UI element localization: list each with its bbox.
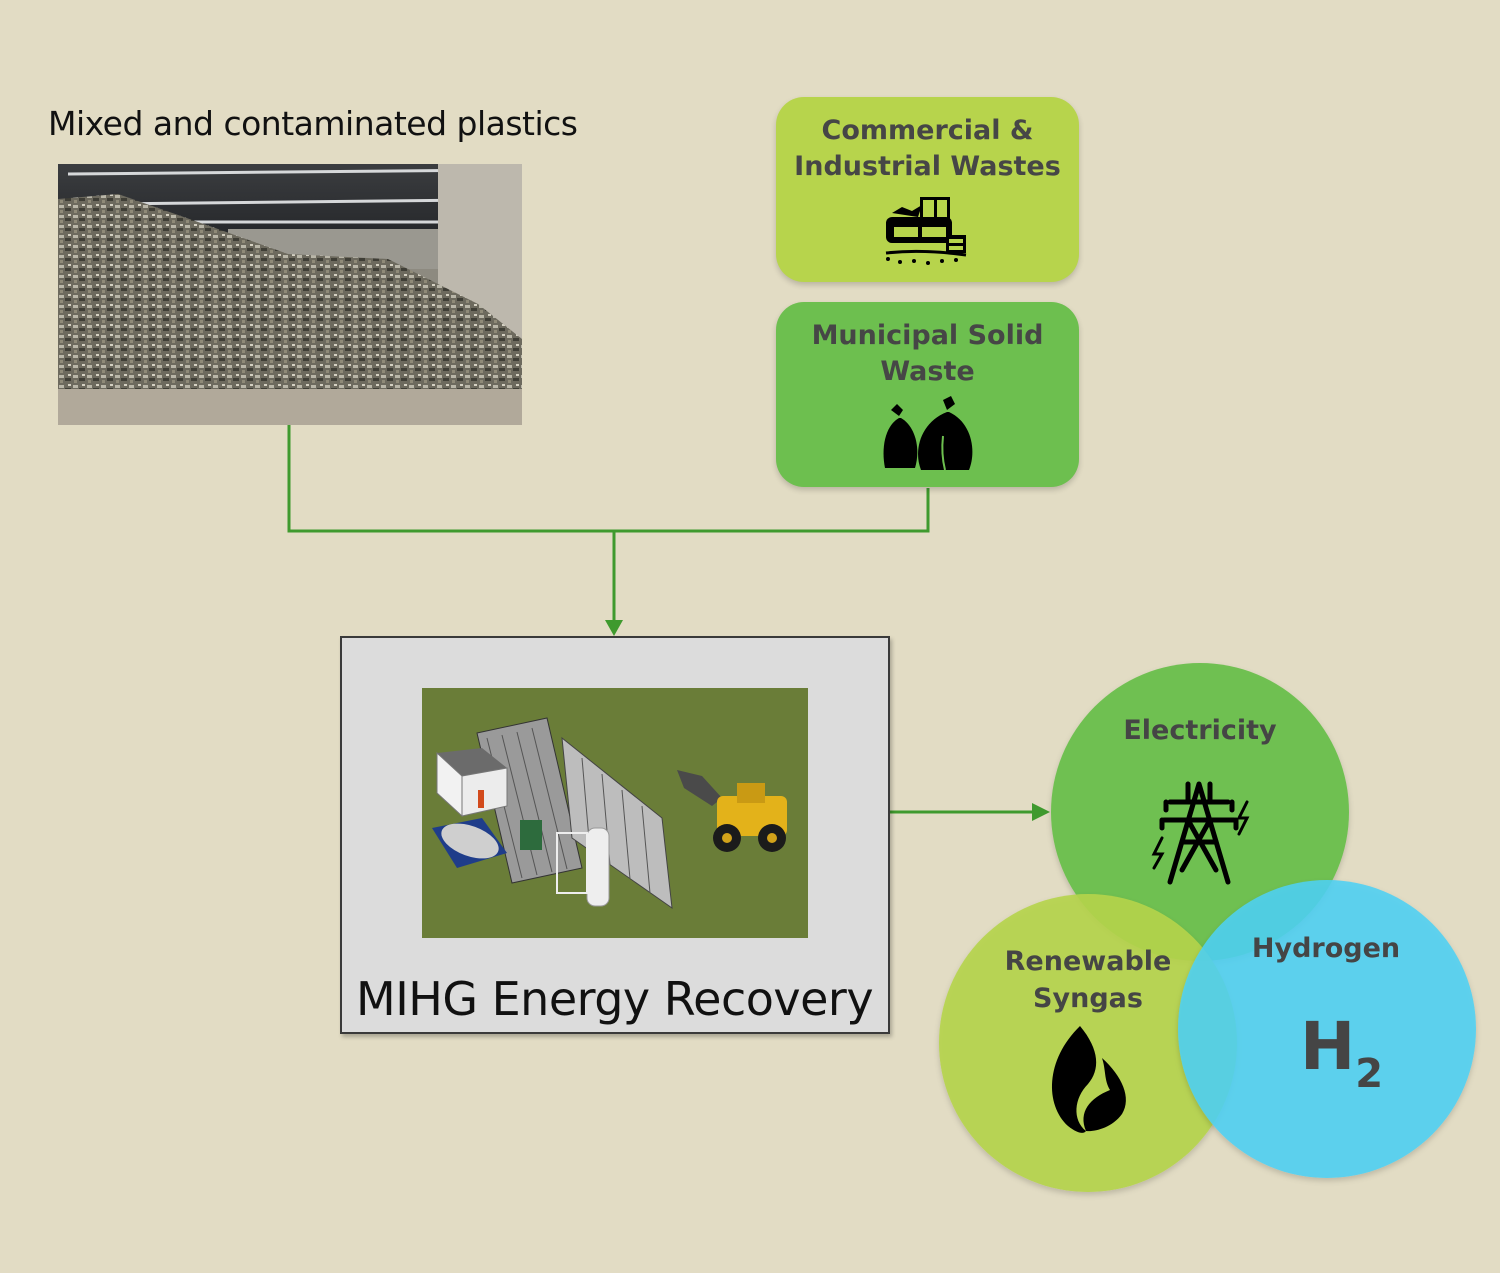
- mihg-energy-recovery-box: MIHG Energy Recovery: [340, 636, 890, 1034]
- ci-title-line1: Commercial &: [821, 115, 1034, 146]
- plastic-waste-photo: [58, 164, 522, 425]
- right-arrowhead: [1032, 803, 1050, 821]
- electricity-label: Electricity: [1123, 715, 1277, 746]
- electricity-circle: [1051, 663, 1349, 961]
- ci-title-line2: Industrial Wastes: [794, 151, 1061, 182]
- h2-subscript: 2: [1355, 1051, 1384, 1097]
- syngas-label-line2: Syngas: [1033, 983, 1143, 1014]
- wheel-loader: [677, 770, 787, 852]
- plastics-label: Mixed and contaminated plastics: [48, 104, 578, 143]
- syngas-label: Renewable Syngas: [988, 943, 1188, 1017]
- commercial-industrial-waste-box: Commercial & Industrial Wastes: [776, 97, 1079, 282]
- msw-title-line1: Municipal Solid: [811, 320, 1044, 351]
- flame-icon: [1052, 1026, 1126, 1133]
- furniture-waste-icon: [885, 197, 966, 265]
- syngas-label-line1: Renewable: [1004, 946, 1172, 977]
- mihg-label: MIHG Energy Recovery: [356, 972, 874, 1026]
- hydrogen-circle: [1178, 880, 1476, 1178]
- municipal-solid-waste-box: Municipal Solid Waste: [776, 302, 1079, 487]
- msw-connector: [614, 488, 930, 533]
- h2-h: H: [1300, 1008, 1356, 1085]
- trash-bags-icon: [883, 396, 972, 471]
- h2-symbol: H2: [1300, 1004, 1383, 1099]
- gasification-plant-render: [422, 688, 808, 938]
- plastics-connector: [287, 425, 614, 533]
- msw-title-line2: Waste: [880, 356, 975, 387]
- power-pylon-icon: [1151, 781, 1250, 885]
- down-arrowhead: [605, 620, 623, 636]
- hydrogen-label: Hydrogen: [1251, 933, 1401, 964]
